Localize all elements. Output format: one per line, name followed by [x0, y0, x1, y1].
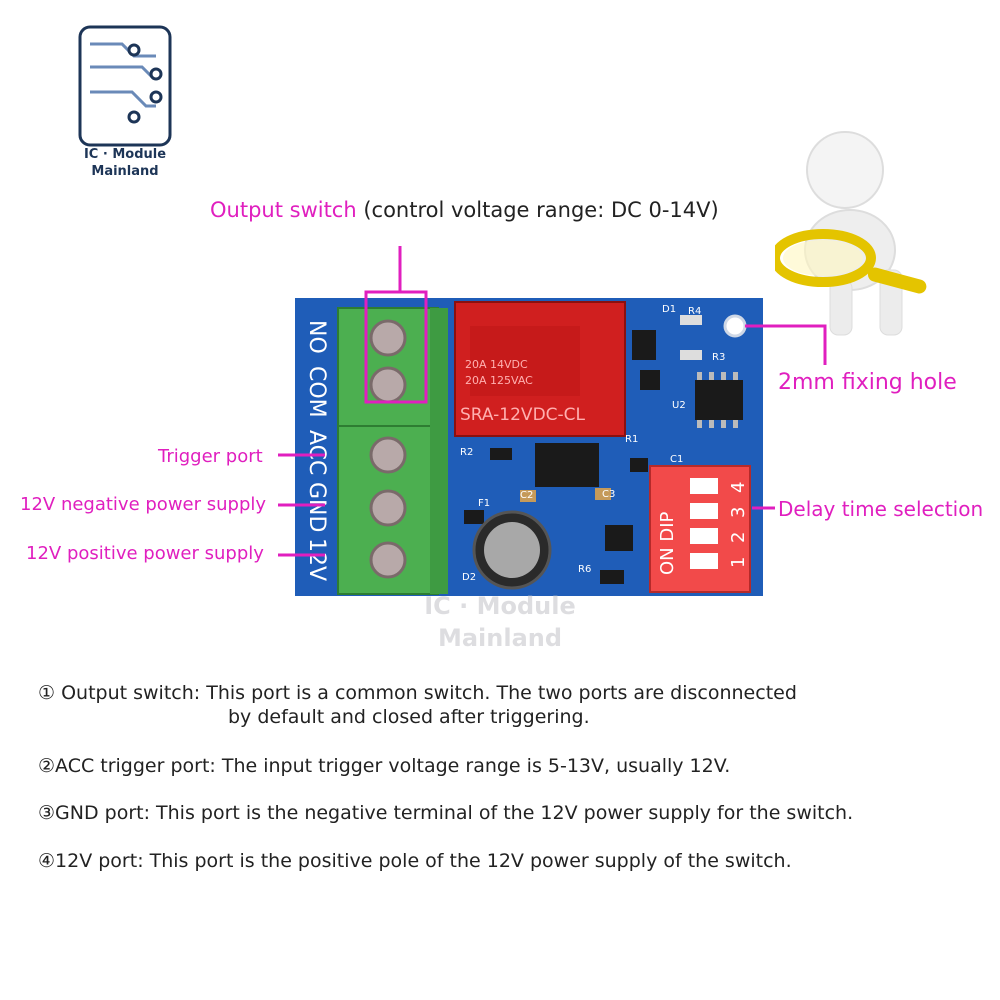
label-r4: R4: [688, 306, 701, 317]
watermark-line1: IC · Module: [424, 592, 576, 620]
relay-model: SRA-12VDC-CL: [460, 405, 586, 425]
label-c3: C3: [602, 489, 615, 500]
label-r3: R3: [712, 352, 725, 363]
watermark: IC · Module Mainland: [380, 590, 620, 654]
label-r1: R1: [625, 434, 638, 445]
callout-negative-supply: 12V negative power supply: [20, 494, 267, 515]
label-c1: C1: [670, 454, 683, 465]
relay-rating-2: 20A 125VAC: [465, 374, 533, 387]
label-d2: D2: [462, 572, 476, 583]
logo-line1: IC · Module: [83, 147, 167, 162]
label-f1: F1: [478, 498, 490, 509]
callout-lines: [278, 246, 827, 557]
fixing-hole: [723, 314, 747, 338]
label-com: COM: [304, 366, 329, 418]
label-d1: D1: [662, 304, 676, 315]
dip-number-2: 2: [728, 532, 749, 543]
dip-number-4: 4: [728, 482, 749, 493]
logo-text: IC · Module Mainland: [60, 146, 190, 180]
description-gnd: ③GND port: This port is the negative ter…: [38, 802, 854, 824]
figure-with-magnifier-icon: [775, 131, 927, 336]
watermark-line2: Mainland: [437, 624, 563, 652]
description-output-switch-cont: by default and closed after triggering.: [228, 706, 590, 728]
description-12v: ④12V port: This port is the positive pol…: [38, 850, 792, 872]
dip-number-1: 1: [728, 557, 749, 568]
description-acc: ②ACC trigger port: The input trigger vol…: [38, 755, 731, 777]
ic-chip: [695, 380, 743, 420]
label-r2: R2: [460, 447, 473, 458]
description-output-switch: ① Output switch: This port is a common s…: [38, 682, 797, 704]
dip-label: ON DIP: [657, 511, 678, 575]
relay-rating-1: 20A 14VDC: [465, 358, 528, 371]
label-no: NO: [304, 320, 329, 354]
label-gnd: GND: [304, 482, 329, 532]
logo-line2: Mainland: [91, 164, 159, 179]
label-acc: ACC: [304, 430, 329, 475]
label-r6: R6: [578, 564, 591, 575]
component-labels: D1 R4 R3 U2 R1 C1 R2 F1 C2 C3 R6 D2: [460, 304, 725, 583]
optocoupler: [535, 443, 599, 487]
label-u2: U2: [672, 400, 686, 411]
callout-trigger-port: Trigger port: [158, 446, 263, 467]
dip-number-3: 3: [728, 507, 749, 518]
terminal-screws: [369, 319, 407, 579]
callout-fixing-hole: 2mm fixing hole: [778, 370, 957, 395]
label-12v: 12V: [304, 538, 329, 581]
board-diagram: NO COM ACC GND 12V 20A 14VDC 20A 125VAC …: [278, 246, 827, 596]
ic-module-logo-icon: [78, 25, 172, 147]
terminal-labels: NO COM ACC GND 12V: [304, 320, 329, 581]
title-rest: (control voltage range: DC 0-14V): [356, 198, 719, 222]
callout-delay-selection: Delay time selection: [778, 497, 984, 521]
page-title: Output switch (control voltage range: DC…: [210, 198, 719, 222]
callout-positive-supply: 12V positive power supply: [26, 543, 264, 564]
label-c2: C2: [520, 490, 533, 501]
title-highlight: Output switch: [210, 198, 357, 222]
